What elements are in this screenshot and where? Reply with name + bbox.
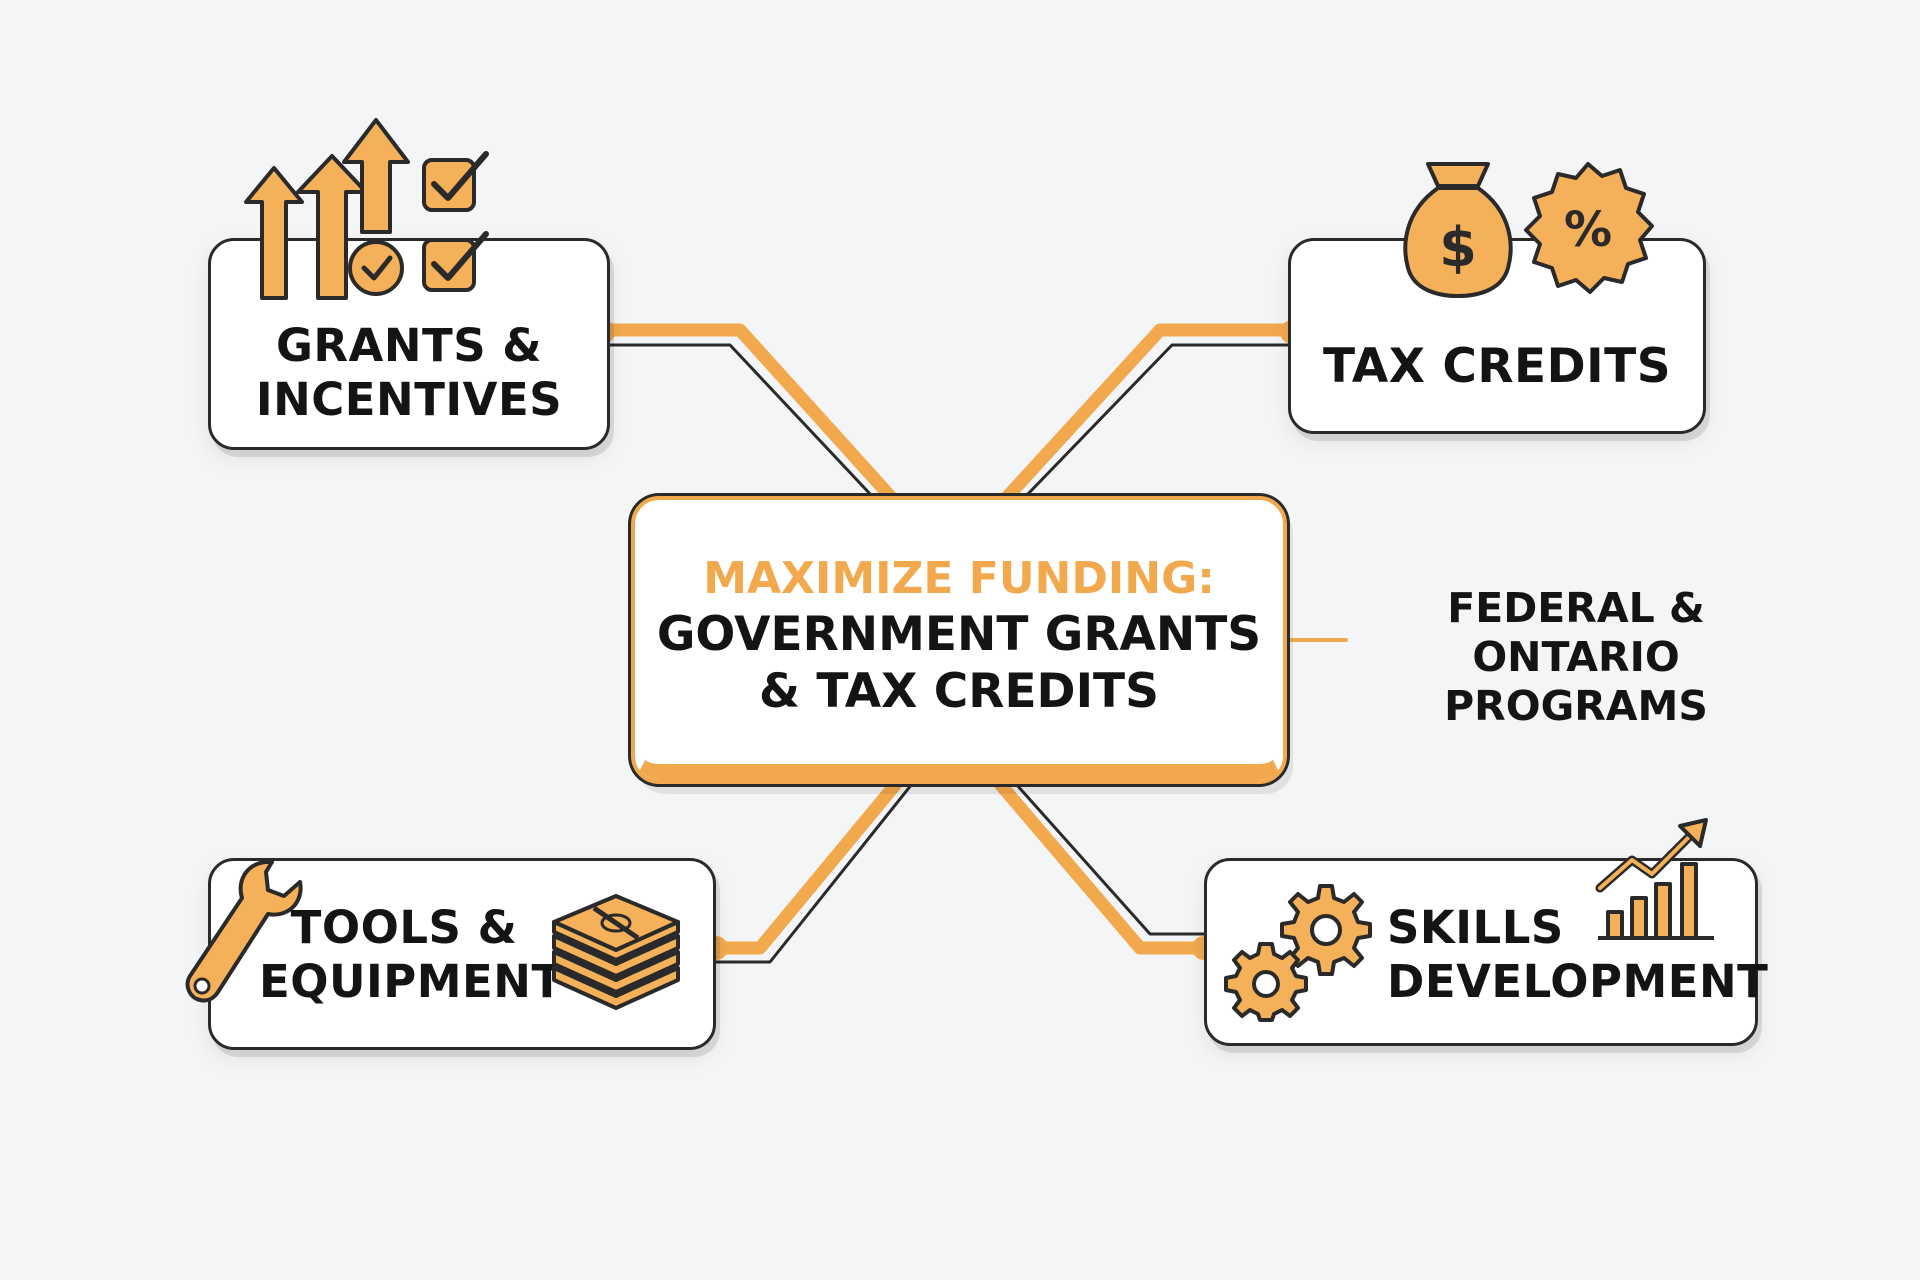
connector-skills: [993, 777, 1211, 955]
percent-badge-icon: %: [1524, 162, 1654, 294]
gears-icon: [1224, 884, 1372, 1022]
wrench-icon: [185, 859, 303, 1003]
node-tools-line1: TOOLS &: [290, 901, 518, 954]
svg-text:$: $: [1439, 216, 1477, 279]
center-accent: [635, 500, 1283, 780]
up-arrows-icon: [244, 118, 410, 300]
node-skills-label: SKILLS DEVELOPMENT: [1387, 901, 1769, 1009]
check-circle-icon: [348, 240, 404, 296]
node-skills-line1: SKILLS: [1387, 901, 1564, 954]
growth-chart-icon: [1595, 818, 1714, 940]
money-bag-icon: $: [1403, 162, 1513, 298]
node-skills-line2: DEVELOPMENT: [1387, 955, 1769, 1008]
cash-stack-icon: [552, 894, 680, 1010]
svg-text:%: %: [1564, 202, 1612, 258]
checkbox-icon: [422, 151, 489, 292]
side-note-line1: FEDERAL & ONTARIO: [1447, 584, 1705, 682]
center-title-line3: & TAX CREDITS: [759, 664, 1159, 719]
center-title-line1: MAXIMIZE FUNDING:: [703, 553, 1215, 604]
side-note: FEDERAL & ONTARIO PROGRAMS: [1356, 584, 1796, 732]
center-title-line2: GOVERNMENT GRANTS: [656, 606, 1262, 662]
connector-tools: [709, 777, 903, 955]
connector-grants: [593, 323, 897, 503]
node-grants-line2: INCENTIVES: [255, 373, 563, 426]
node-grants[interactable]: GRANTS & INCENTIVES: [208, 238, 610, 450]
node-tax-label: TAX CREDITS: [1322, 339, 1672, 394]
node-tax[interactable]: TAX CREDITS: [1288, 238, 1706, 434]
connector-tax: [1001, 323, 1299, 503]
center-node[interactable]: MAXIMIZE FUNDING: GOVERNMENT GRANTS & TA…: [631, 496, 1287, 784]
node-tools-label: TOOLS & EQUIPMENT: [259, 901, 563, 1009]
side-note-line2: PROGRAMS: [1444, 682, 1708, 731]
node-tools-line2: EQUIPMENT: [259, 955, 563, 1008]
center-title: MAXIMIZE FUNDING: GOVERNMENT GRANTS & TA…: [635, 552, 1283, 720]
node-grants-label: GRANTS & INCENTIVES: [211, 319, 607, 427]
node-grants-line1: GRANTS &: [275, 319, 543, 372]
